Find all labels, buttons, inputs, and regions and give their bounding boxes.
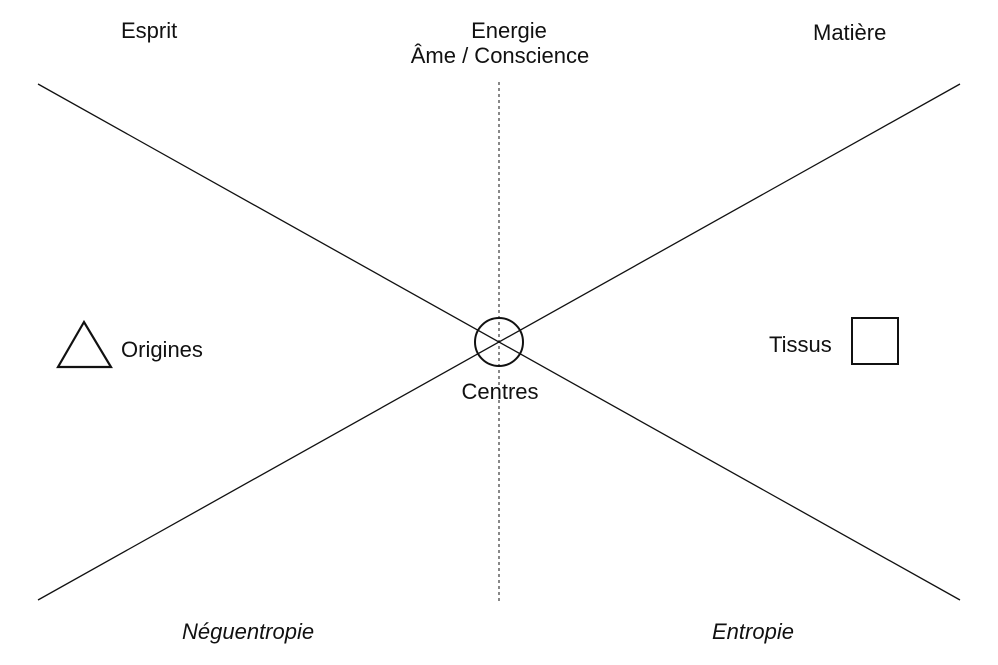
circle-icon (474, 317, 524, 367)
label-entropie: Entropie (712, 619, 794, 644)
label-origines: Origines (121, 337, 203, 362)
label-esprit: Esprit (121, 18, 178, 43)
square-icon (851, 317, 899, 365)
triangle-icon (56, 319, 113, 369)
label-matiere: Matière (813, 20, 887, 45)
label-tissus: Tissus (769, 332, 832, 357)
label-centres: Centres (461, 379, 539, 404)
label-energie: Energie (471, 18, 547, 43)
label-neguentropie: Néguentropie (182, 619, 315, 644)
label-ame-conscience: Âme / Conscience (410, 43, 590, 68)
